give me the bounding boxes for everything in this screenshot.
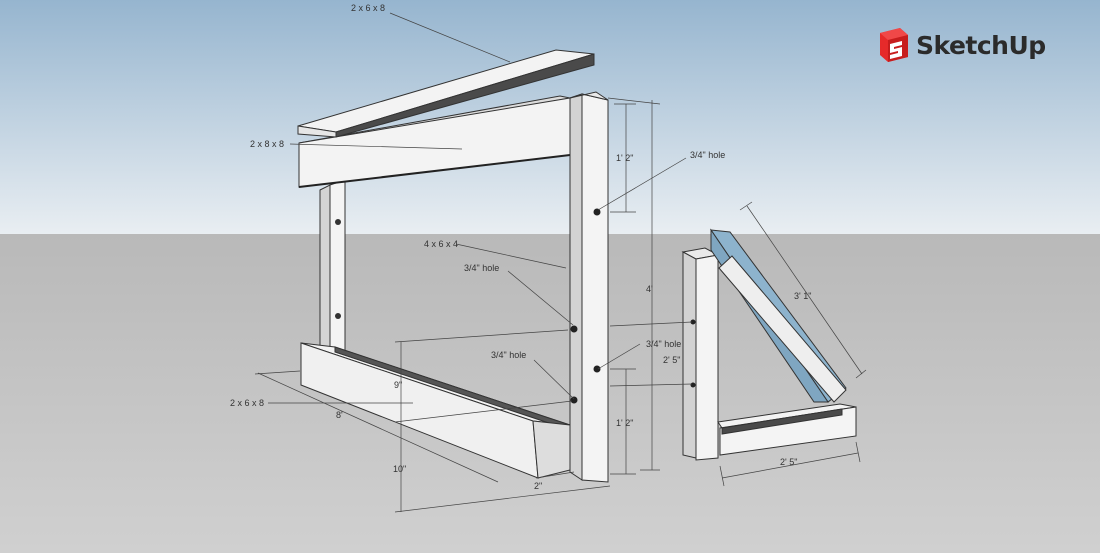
dim-post-height: 4' — [646, 284, 653, 294]
dim-ten-in: 10" — [393, 464, 406, 474]
label-hole-3: 3/4" hole — [646, 339, 681, 349]
dim-hole-spacing: 2' 5" — [663, 355, 680, 365]
dim-top-hole-offset: 1' 2" — [616, 153, 633, 163]
dim-two-in: 2" — [534, 481, 542, 491]
diagonal-brace — [709, 228, 847, 403]
dim-nine-in: 9" — [394, 380, 402, 390]
ground — [0, 234, 1100, 553]
label-hole-2: 3/4" hole — [491, 350, 526, 360]
side-upright — [681, 247, 720, 461]
label-hole-1: 3/4" hole — [464, 263, 499, 273]
base-board — [717, 403, 857, 456]
sketchup-logo: SketchUp — [876, 27, 1046, 63]
front-post — [569, 91, 609, 483]
brand-name: SketchUp — [916, 30, 1046, 60]
dim-brace-length: 3' 1" — [794, 291, 811, 301]
dim-bottom-hole-offset: 1' 2" — [616, 418, 633, 428]
leader-lines — [268, 12, 687, 404]
label-top-beam: 2 x 8 x 8 — [250, 139, 284, 149]
back-left-post — [319, 179, 346, 363]
dim-base-length: 2' 5" — [780, 457, 797, 467]
top-board — [297, 49, 595, 138]
label-bottom-board: 2 x 6 x 8 — [230, 398, 264, 408]
sketchup-logo-icon — [880, 28, 908, 62]
label-post: 4 x 6 x 4 — [424, 239, 458, 249]
label-hole-4: 3/4" hole — [690, 150, 725, 160]
dimension-lines — [254, 97, 867, 513]
dim-board-length: 8' — [336, 410, 343, 420]
label-top-board: 2 x 6 x 8 — [351, 3, 385, 13]
bottom-board — [300, 342, 571, 479]
